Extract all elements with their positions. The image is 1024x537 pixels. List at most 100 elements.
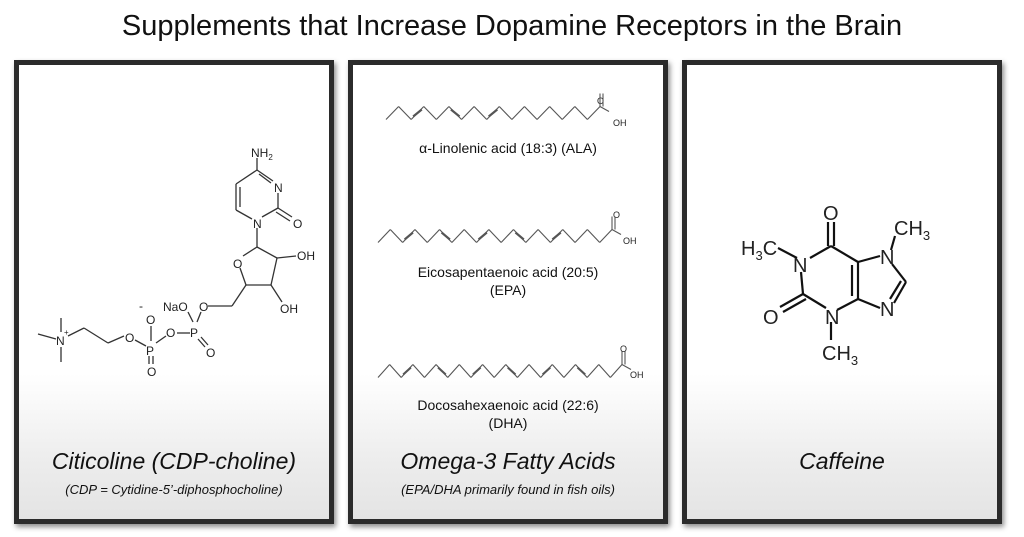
panel-title: Caffeine (799, 448, 885, 474)
methyl-n1: H3C (741, 238, 777, 263)
atom-o: O (620, 344, 627, 354)
bond (473, 106, 488, 120)
bond (549, 106, 563, 120)
hydroxyl: OH (623, 236, 637, 246)
bond (424, 364, 437, 378)
bond (525, 229, 539, 243)
bond (574, 229, 588, 243)
double-bond (402, 366, 412, 376)
atom-o5: O (199, 300, 208, 314)
atom-o: O (146, 313, 155, 327)
dha-abbrev: (DHA) (488, 415, 528, 431)
hydroxyl-2: OH (297, 249, 315, 263)
atom-o: O (125, 331, 134, 345)
atom-o2: O (763, 307, 779, 329)
bond (461, 106, 475, 120)
atom-o: O (613, 210, 620, 220)
double-bond (514, 231, 525, 241)
double-bond (507, 366, 517, 376)
carboxyl-bond (611, 229, 622, 235)
phosphorus-1: P (146, 344, 154, 358)
atom-n9: N (880, 299, 894, 321)
fatty-acid-structures: O OH O OH O OH (377, 93, 644, 380)
quaternary-nitrogen: N (56, 334, 65, 348)
bond (463, 229, 477, 243)
atom-o-ring: O (233, 257, 242, 271)
atom-o2: O (293, 217, 302, 231)
atom-o: O (147, 365, 156, 379)
atom-n3: N (274, 181, 283, 195)
carboxyl-bond (599, 106, 610, 112)
double-bond (440, 231, 451, 241)
double-bond (412, 108, 423, 118)
phosphorus-2: P (190, 326, 198, 340)
bond (574, 106, 588, 120)
atom-n1: N (253, 217, 262, 231)
bond (562, 229, 576, 243)
negative-charge: - (139, 299, 143, 313)
hydroxyl: OH (630, 370, 644, 380)
bond (598, 364, 611, 378)
bond (385, 106, 399, 120)
bond (524, 106, 538, 120)
bond (377, 364, 391, 378)
atom-n1: N (793, 255, 807, 277)
bond (398, 106, 412, 120)
double-bond (576, 366, 586, 376)
bond (389, 364, 402, 378)
panel-title: Omega-3 Fatty Acids (400, 448, 616, 474)
fatty-acid-chain (377, 351, 632, 378)
double-bond (450, 108, 461, 118)
citicoline-structure: NH2 N O N O OH OH O NaO P O O O - P O O … (37, 146, 315, 379)
bond (389, 229, 404, 243)
dha-label: Docosahexaenoic acid (22:6) (417, 397, 599, 413)
fatty-acid-chain (377, 216, 622, 243)
bond (412, 364, 425, 378)
bond (536, 106, 551, 120)
double-bond (472, 366, 482, 376)
bond (586, 229, 601, 243)
double-bond (477, 231, 488, 241)
panel-title: Citicoline (CDP-choline) (51, 448, 297, 474)
bond (609, 364, 623, 378)
bond (414, 229, 428, 243)
atom-n7: N (880, 247, 894, 269)
fatty-acid-chain (385, 93, 610, 120)
bond (435, 106, 450, 120)
sodium-oxide: NaO (163, 300, 188, 314)
bond (586, 364, 600, 378)
positive-charge: + (64, 328, 69, 337)
epa-label: Eicosapentaenoic acid (20:5) (417, 264, 599, 280)
methyl-n7: CH3 (894, 218, 930, 243)
panel-subtitle: (EPA/DHA primarily found in fish oils) (401, 482, 615, 497)
bond (423, 106, 437, 120)
double-bond (551, 231, 562, 241)
bond (599, 229, 613, 243)
epa-abbrev: (EPA) (489, 282, 527, 298)
atom-o-bridge: O (166, 326, 175, 340)
bond (498, 106, 513, 120)
atom-o6: O (823, 203, 839, 225)
omega3-panel: O OH O OH O OH α-Linolenic acid (18:3) (… (348, 60, 668, 524)
atom-o: O (206, 346, 215, 360)
hydroxyl-3: OH (280, 302, 298, 316)
double-bond (437, 366, 447, 376)
bond (587, 106, 601, 120)
bond (426, 229, 440, 243)
page-title: Supplements that Increase Dopamine Recep… (121, 10, 903, 42)
bond (528, 364, 542, 378)
caffeine-structure: O H3C N O N CH3 N CH3 N (741, 203, 930, 368)
bond (500, 229, 514, 243)
bond (537, 229, 551, 243)
double-bond (403, 231, 414, 241)
bond (561, 106, 576, 120)
amine-label: NH2 (251, 146, 273, 162)
methyl-n3: CH3 (822, 343, 858, 368)
bond (511, 106, 525, 120)
atom-n3: N (825, 307, 839, 329)
citicoline-panel: NH2 N O N O OH OH O NaO P O O O - P O O … (14, 60, 334, 524)
panel-subtitle: (CDP = Cytidine-5’-diphosphocholine) (65, 482, 283, 497)
bond (451, 229, 465, 243)
bond (447, 364, 460, 378)
ala-label: α-Linolenic acid (18:3) (ALA) (419, 140, 597, 156)
